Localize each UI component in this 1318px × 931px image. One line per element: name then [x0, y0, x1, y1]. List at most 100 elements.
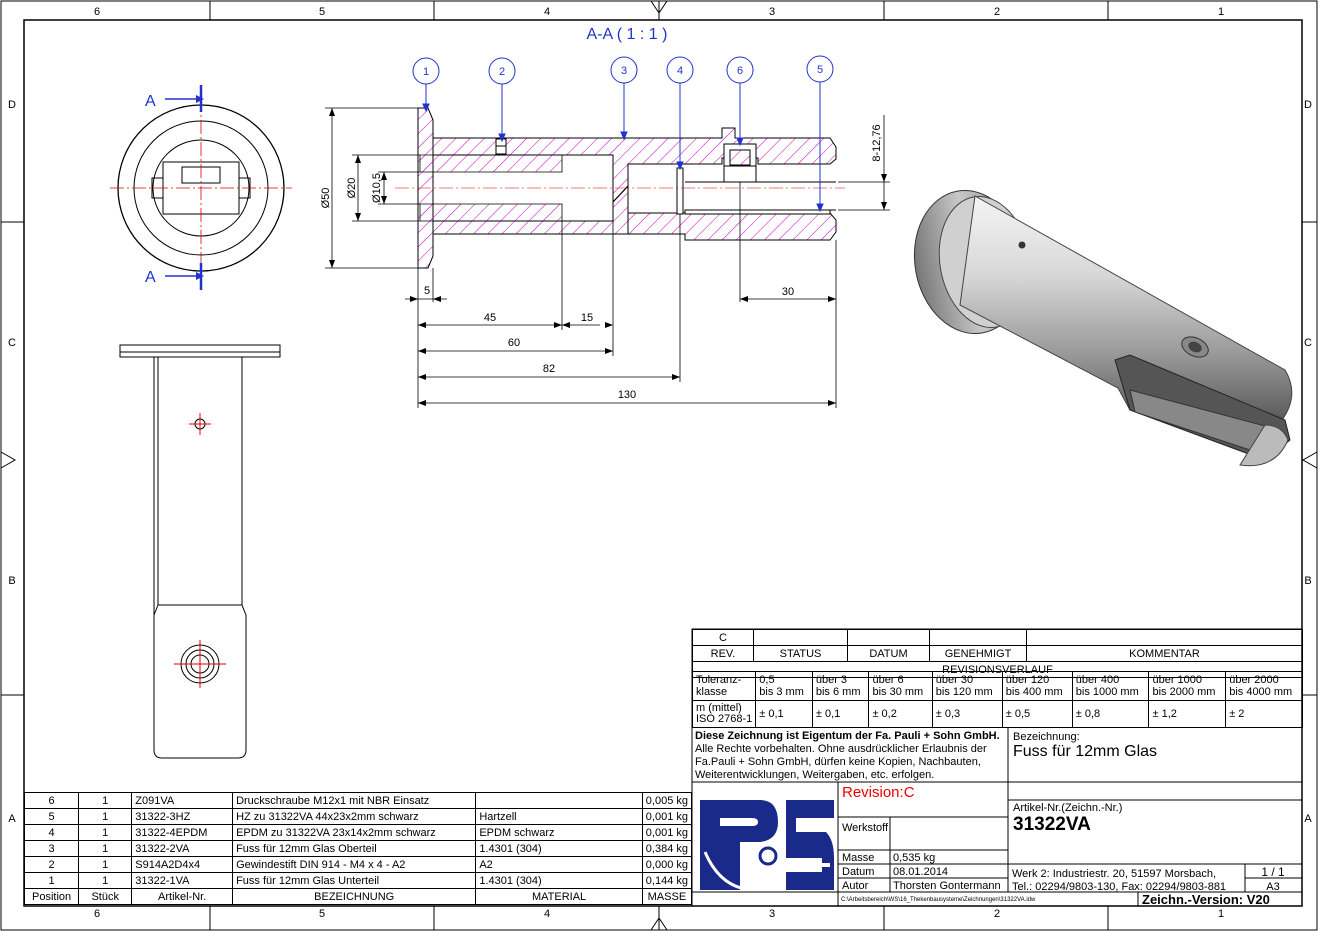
- tol-range: über 400: [1075, 674, 1120, 686]
- bom-cell: Z091VA: [131, 792, 234, 809]
- revision-label: Revision:C: [842, 784, 915, 801]
- tol-value: ± 1,2: [1148, 700, 1227, 728]
- bom-cell: 1: [78, 824, 133, 841]
- balloon: 5: [817, 64, 823, 76]
- notice-line: Weiterentwicklungen, Weitergaben, etc. e…: [695, 769, 934, 781]
- tol-range: bis 6 mm: [815, 686, 861, 698]
- bom-cell: 1: [78, 840, 133, 857]
- row-label: B: [8, 575, 15, 587]
- balloon: 1: [423, 66, 429, 78]
- autor-label: Autor: [842, 880, 869, 892]
- bom-cell: S914A2D4x4: [131, 856, 234, 873]
- balloons: 1 2 3 4 6 5: [412, 55, 834, 85]
- notice-line: Fa.Pauli + Sohn GmbH, dürfen keine Kopie…: [695, 756, 981, 768]
- section-title: A-A ( 1 : 1 ): [587, 26, 668, 43]
- notice-line: Alle Rechte vorbehalten. Ohne ausdrückli…: [695, 743, 987, 755]
- balloon: 2: [499, 66, 505, 78]
- bom-cell: 0,001 kg: [641, 808, 693, 825]
- datum-label: Datum: [842, 866, 874, 878]
- col-label: 4: [544, 6, 550, 18]
- rev-header: STATUS: [753, 645, 848, 662]
- tol-range: bis 2000 mm: [1152, 686, 1216, 698]
- tol-value: ± 0,5: [1001, 700, 1073, 728]
- tol-range: über 1000: [1152, 674, 1203, 686]
- col-label: 5: [319, 6, 325, 18]
- datum-value: 08.01.2014: [893, 866, 948, 878]
- revision-table: C REV. STATUS DATUM GENEHMIGT KOMMENTAR …: [692, 629, 1303, 678]
- row-label: B: [1304, 575, 1311, 587]
- bom-header: BEZEICHNUNG: [232, 888, 477, 905]
- tol-value: ± 0,1: [811, 700, 870, 728]
- masse-value: 0,535 kg: [893, 852, 935, 864]
- werk-address: Werk 2: Industriestr. 20, 51597 Morsbach…: [1012, 868, 1216, 880]
- tol-range: bis 3 mm: [759, 686, 804, 698]
- tol-range: über 30: [935, 674, 974, 686]
- rev-header: GENEHMIGT: [929, 645, 1027, 662]
- dim-5: 5: [424, 285, 430, 297]
- dim-130: 130: [618, 389, 636, 401]
- bom-header: Artikel-Nr.: [131, 888, 234, 905]
- autor-value: Thorsten Gontermann: [893, 880, 1001, 892]
- section-marker-label: A: [145, 269, 156, 286]
- drawing-border: [23, 19, 1303, 907]
- row-label: C: [1304, 337, 1312, 349]
- col-label: 3: [769, 6, 775, 18]
- bom-header: Position: [23, 888, 80, 905]
- tol-value: ± 0,3: [931, 700, 1003, 728]
- tol-range: bis 1000 mm: [1075, 686, 1139, 698]
- bom-header: MATERIAL: [475, 888, 643, 905]
- tol-value: ± 0,8: [1071, 700, 1150, 728]
- tol-range: bis 120 mm: [935, 686, 993, 698]
- col-label: 4: [544, 908, 550, 920]
- col-label: 2: [994, 6, 1000, 18]
- isometric-view: [913, 189, 1293, 467]
- file-path: C:\Arbeitsbereich\WS\16_Thekenbausysteme…: [841, 897, 1036, 903]
- col-label: 6: [94, 908, 100, 920]
- bom-cell: 4: [23, 824, 80, 841]
- dim-45: 45: [484, 312, 496, 324]
- row-label: A: [1304, 813, 1312, 825]
- bom-cell: EPDM zu 31322VA 23x14x2mm schwarz: [232, 824, 477, 841]
- bom-cell: 1: [23, 872, 80, 889]
- rev-header: DATUM: [847, 645, 930, 662]
- front-view: A A: [110, 85, 292, 290]
- balloon: 6: [737, 65, 743, 77]
- notice-bold: Diese Zeichnung ist Eigentum der Fa. Pau…: [695, 730, 1000, 742]
- dim-d20: Ø20: [346, 178, 358, 199]
- dim-d50: Ø50: [320, 188, 332, 209]
- bom-cell: Fuss für 12mm Glas Unterteil: [232, 872, 477, 889]
- col-label: 3: [769, 908, 775, 920]
- bom-cell: Hartzell: [475, 808, 643, 825]
- sheet-format: A3: [1266, 881, 1279, 893]
- tol-range: über 3: [815, 674, 848, 686]
- sheet-number: 1 / 1: [1261, 865, 1285, 879]
- bom-cell: 31322-3HZ: [131, 808, 234, 825]
- row-label: D: [8, 99, 16, 111]
- dim-15: 15: [581, 312, 593, 324]
- iso-label: m (mittel): [696, 702, 742, 714]
- bom-cell: 31322-2VA: [131, 840, 234, 857]
- dimension-lines: [325, 107, 890, 408]
- drawing-version: Zeichn.-Version: V20: [1142, 892, 1270, 907]
- werk-phone: Tel.: 02294/9803-130, Fax: 02294/9803-88…: [1012, 881, 1226, 893]
- bom-cell: Fuss für 12mm Glas Oberteil: [232, 840, 477, 857]
- bom-cell: 1: [78, 792, 133, 809]
- section-view: [395, 107, 845, 269]
- bom-cell: 6: [23, 792, 80, 809]
- bom-cell: 1: [78, 872, 133, 889]
- tol-range: bis 4000 mm: [1229, 686, 1293, 698]
- section-marker-label: A: [145, 93, 156, 110]
- bom-header: MASSE: [641, 888, 693, 905]
- bom-cell: 1: [78, 808, 133, 825]
- balloon: 3: [621, 65, 627, 77]
- col-label: 6: [94, 6, 100, 18]
- bom-cell: 0,384 kg: [641, 840, 693, 857]
- tol-value: ± 0,1: [755, 700, 813, 728]
- tol-range: über 120: [1005, 674, 1050, 686]
- dim-range: 8-12,76: [871, 124, 883, 161]
- bom-cell: EPDM schwarz: [475, 824, 643, 841]
